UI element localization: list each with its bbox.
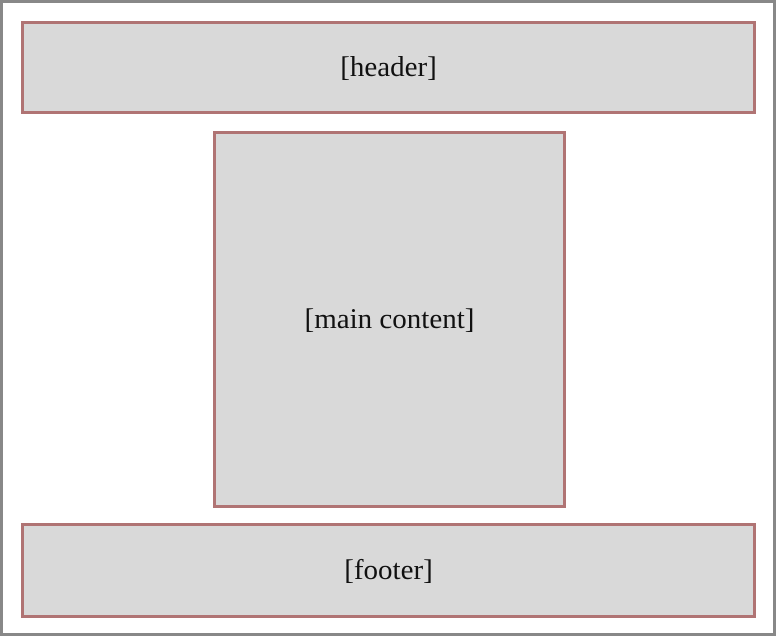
main-content-label: [main content]: [304, 303, 475, 335]
footer-block: [footer]: [21, 523, 756, 618]
header-label: [header]: [340, 51, 437, 83]
header-block: [header]: [21, 21, 756, 114]
footer-label: [footer]: [344, 554, 433, 586]
main-content-block: [main content]: [213, 131, 566, 508]
